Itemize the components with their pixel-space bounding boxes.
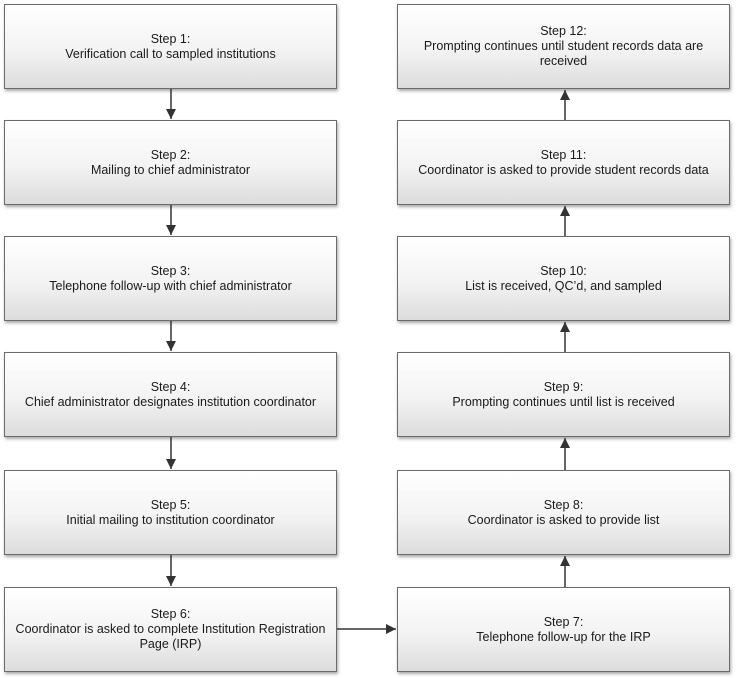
step-3-box: Step 3: Telephone follow-up with chief a… (4, 236, 337, 321)
step-6-text: Coordinator is asked to complete Institu… (15, 622, 326, 651)
step-5-title: Step 5: (150, 497, 191, 512)
step-12-title: Step 12: (540, 24, 587, 38)
step-5-box: Step 5: Initial mailing to institution c… (4, 470, 337, 555)
step-11-title: Step 11: (540, 147, 587, 162)
step-9-title: Step 9: (543, 379, 584, 394)
step-11-text: Coordinator is asked to provide student … (418, 162, 709, 177)
step-2-box: Step 2: Mailing to chief administrator (4, 120, 337, 205)
step-5-text: Initial mailing to institution coordinat… (66, 512, 275, 527)
step-4-text: Chief administrator designates instituti… (24, 394, 317, 409)
step-11-box: Step 11: Coordinator is asked to provide… (397, 120, 730, 205)
step-8-title: Step 8: (543, 497, 584, 512)
step-8-box: Step 8: Coordinator is asked to provide … (397, 470, 730, 555)
step-9-text: Prompting continues until list is receiv… (452, 394, 675, 409)
step-9-box: Step 9: Prompting continues until list i… (397, 352, 730, 437)
step-4-box: Step 4: Chief administrator designates i… (4, 352, 337, 437)
step-6-title: Step 6: (150, 607, 191, 621)
step-2-text: Mailing to chief administrator (90, 162, 251, 177)
step-1-title: Step 1: (150, 31, 191, 46)
step-7-text: Telephone follow-up for the IRP (476, 629, 651, 644)
step-7-box: Step 7: Telephone follow-up for the IRP (397, 587, 730, 672)
step-8-text: Coordinator is asked to provide list (467, 512, 660, 527)
step-10-text: List is received, QC’d, and sampled (465, 278, 662, 293)
step-10-title: Step 10: (540, 263, 587, 278)
step-4-title: Step 4: (150, 379, 191, 394)
step-12-text: Prompting continues until student record… (423, 39, 704, 68)
step-3-text: Telephone follow-up with chief administr… (49, 278, 292, 293)
step-7-title: Step 7: (543, 614, 584, 629)
step-1-text: Verification call to sampled institution… (65, 46, 276, 61)
step-6-box: Step 6: Coordinator is asked to complete… (4, 587, 337, 672)
step-10-box: Step 10: List is received, QC’d, and sam… (397, 236, 730, 321)
step-12-box: Step 12: Prompting continues until stude… (397, 4, 730, 89)
step-3-title: Step 3: (150, 263, 191, 278)
step-1-box: Step 1: Verification call to sampled ins… (4, 4, 337, 89)
step-2-title: Step 2: (150, 147, 191, 162)
